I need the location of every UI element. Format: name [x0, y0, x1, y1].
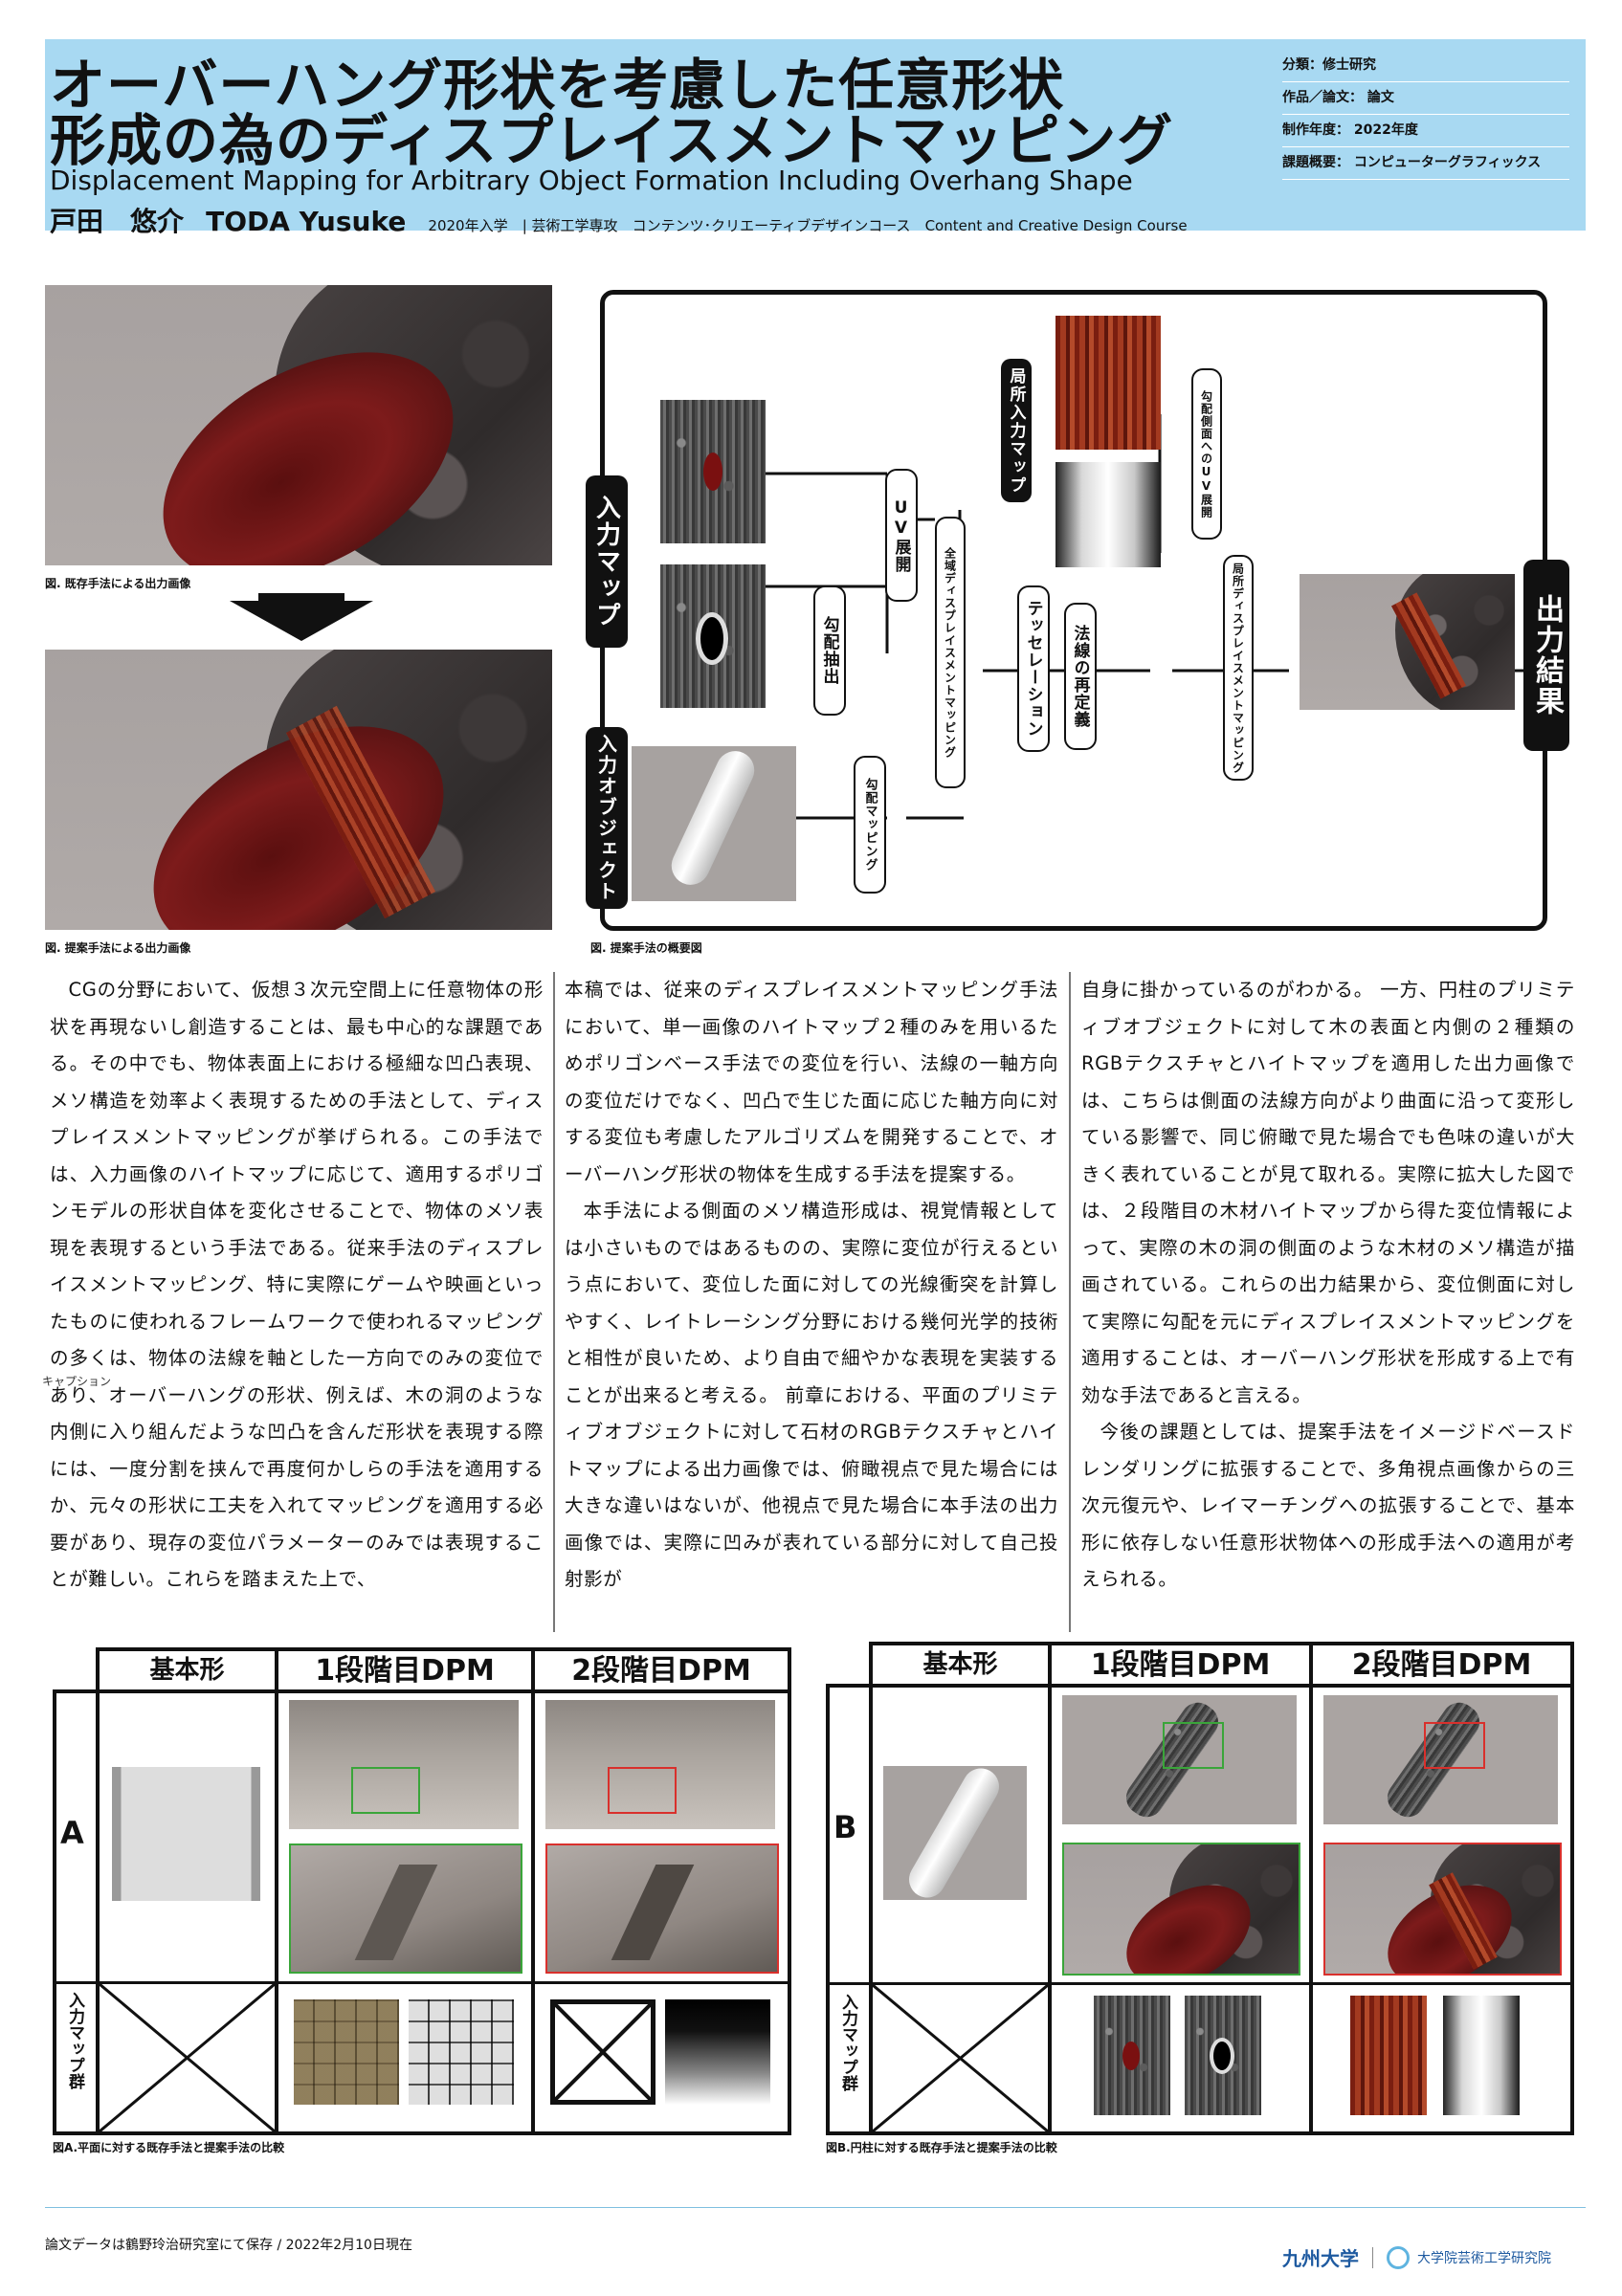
- body-column-2: 本稿では、従来のディスプレイスメントマッピング手法において、単一画像のハイトマッ…: [565, 972, 1058, 1599]
- input-object-label: 入力オブジェクト: [586, 727, 628, 909]
- title-english: Displacement Mapping for Arbitrary Objec…: [50, 165, 1133, 196]
- table-a-dpm2-overview: [545, 1700, 775, 1829]
- table-b-header-basic: 基本形: [922, 1650, 998, 1679]
- table-b-caption: 図B.円柱に対する既存手法と提案手法の比較: [826, 2141, 1057, 2154]
- course-jp: コンテンツ･クリエーティブデザインコース: [632, 217, 911, 234]
- overview-caption: 図. 提案手法の概要図: [590, 941, 702, 955]
- major: | 芸術工学専攻: [522, 217, 618, 234]
- title-line-2: 形成の為のディスプレイスメントマッピング: [50, 108, 1174, 173]
- course-en: Content and Creative Design Course: [924, 217, 1188, 234]
- proposed-output-caption: 図. 提案手法による出力画像: [45, 941, 191, 955]
- table-a-dpm1-zoom: [289, 1843, 522, 1974]
- table-a-dpm2-empty-map: [550, 1999, 655, 2105]
- table-b-dpm1-overview: [1062, 1695, 1297, 1824]
- table-a-basic-empty-cross: [100, 1984, 275, 2131]
- table-b-dpm1-zoom: [1062, 1843, 1300, 1976]
- body-col3-para2: 今後の課題としては、提案手法をイメージドベースドレンダリングに拡張することで、多…: [1081, 1421, 1575, 1590]
- table-b-dpm1-height-map: [1185, 1996, 1261, 2115]
- footer-logos: 九州大学 大学院芸術工学研究院: [1282, 2243, 1551, 2271]
- output-label: 出力結果: [1523, 560, 1569, 751]
- body-col2-para2: 本手法による側面のメソ構造形成は、視覚情報としては小さいものではあるものの、実際…: [565, 1200, 1058, 1590]
- local-dpm-box: 局所ディスプレイスメントマッピング: [1223, 555, 1254, 781]
- column-divider-2: [1069, 972, 1071, 1632]
- table-b-basic-cylinder: [883, 1761, 1027, 1905]
- body-column-3: 自身に掛かっているのがわかる。 一方、円柱のプリミティブオブジェクトに対して木の…: [1081, 972, 1575, 1599]
- global-dpm-box: 全域ディスプレイスメントマッピング: [935, 517, 966, 788]
- uv-expand-box: UV展開: [885, 469, 918, 602]
- table-b-dpm2-height-map: [1443, 1996, 1520, 2115]
- table-b-row-label: B: [833, 1809, 857, 1845]
- meta-year: 制作年度： 2022年度: [1282, 115, 1569, 147]
- logo-divider: [1372, 2246, 1373, 2268]
- table-b-dpm2-zoom: [1323, 1843, 1562, 1976]
- existing-output-caption: 図. 既存手法による出力画像: [45, 577, 191, 590]
- table-a-basic-plane: [112, 1767, 260, 1901]
- meta-subject: 課題概要： コンピューターグラフィックス: [1282, 147, 1569, 180]
- university-logo: 九州大学: [1282, 2247, 1359, 2270]
- table-a-header-basic: 基本形: [149, 1656, 225, 1685]
- table-a-dpm2-height-map: [665, 1999, 770, 2105]
- table-a-header-dpm2: 2段階目DPM: [571, 1654, 751, 1688]
- comparison-table-b: 基本形 1段階目DPM 2段階目DPM B 入力マップ群: [826, 1642, 1574, 2135]
- input-color-map-thumb: [660, 400, 766, 543]
- enrollment: 2020年入学: [428, 217, 508, 234]
- author-row: 戸田 悠介 TODA Yusuke 2020年入学 | 芸術工学専攻 コンテンツ…: [50, 201, 1197, 239]
- input-height-map-thumb: [660, 564, 766, 708]
- table-a-maps-label: 入力マップ群: [65, 1992, 84, 2089]
- school-name: 大学院芸術工学研究院: [1417, 2250, 1551, 2266]
- existing-output-image: [45, 285, 552, 565]
- author-name-jp: 戸田 悠介: [50, 206, 185, 237]
- table-a-dpm1-color-map: [294, 1999, 399, 2105]
- input-cylinder-thumb: [632, 744, 796, 901]
- body-col1-para1: CGの分野において、仮想３次元空間上に任意物体の形状を再現ないし創造することは、…: [50, 979, 544, 1590]
- table-a-header-dpm1: 1段階目DPM: [315, 1654, 495, 1688]
- gradient-mapping-box: 勾配マッピング: [854, 756, 886, 894]
- proposed-output-image: [45, 650, 552, 930]
- table-a-row-label: A: [60, 1815, 84, 1851]
- down-arrow-icon: [230, 601, 373, 641]
- table-b-maps-label: 入力マップ群: [838, 1994, 857, 2091]
- down-arrow-bar: [258, 593, 344, 605]
- comparison-table-a: 基本形 1段階目DPM 2段階目DPM A 入力マップ群: [53, 1647, 791, 2135]
- meta-type: 作品／論文： 論文: [1282, 82, 1569, 115]
- table-a-dpm2-zoom: [545, 1843, 779, 1974]
- local-input-map-label: 局所入力マップ: [1001, 359, 1032, 502]
- table-b-dpm2-overview: [1323, 1695, 1558, 1824]
- column-divider-1: [553, 972, 555, 1632]
- footer-note: 論文データは鶴野玲治研究室にて保存 / 2022年2月10日現在: [45, 2238, 412, 2253]
- header-banner: [45, 39, 1586, 231]
- table-b-dpm1-color-map: [1094, 1996, 1170, 2115]
- gradient-side-uv-box: 勾配側面へのUV展開: [1191, 368, 1222, 540]
- table-b-basic-empty-cross: [873, 1985, 1048, 2131]
- local-color-map-thumb: [1055, 316, 1161, 450]
- table-a-caption: 図A.平面に対する既存手法と提案手法の比較: [53, 2141, 285, 2154]
- meta-category: 分類：修士研究: [1282, 50, 1569, 82]
- meta-box: 分類：修士研究 作品／論文： 論文 制作年度： 2022年度 課題概要： コンピ…: [1282, 50, 1569, 180]
- footer-divider: [45, 2207, 1586, 2208]
- tessellation-box: テッセレーション: [1017, 585, 1050, 752]
- body-col3-para1: 自身に掛かっているのがわかる。 一方、円柱のプリミティブオブジェクトに対して木の…: [1081, 979, 1575, 1406]
- normal-redefine-box: 法線の再定義: [1064, 603, 1097, 750]
- title-line-1: オーバーハング形状を考慮した任意形状: [50, 53, 1065, 118]
- body-column-1: CGの分野において、仮想３次元空間上に任意物体の形状を再現ないし創造することは、…: [50, 972, 544, 1599]
- table-b-dpm2-color-map: [1350, 1996, 1427, 2115]
- table-a-dpm1-overview: [289, 1700, 519, 1829]
- local-height-map-thumb: [1055, 462, 1161, 567]
- table-a-dpm1-height-map: [409, 1999, 514, 2105]
- table-b-header-dpm2: 2段階目DPM: [1351, 1648, 1532, 1682]
- author-name-en: TODA Yusuke: [206, 206, 407, 237]
- school-emblem-icon: [1387, 2245, 1410, 2269]
- gradient-extract-box: 勾配抽出: [813, 585, 846, 716]
- output-result-thumb: [1300, 574, 1515, 710]
- table-b-header-dpm1: 1段階目DPM: [1090, 1648, 1271, 1682]
- stray-caption-label: キャプション: [42, 1375, 112, 1388]
- body-col2-para1: 本稿では、従来のディスプレイスメントマッピング手法において、単一画像のハイトマッ…: [565, 979, 1058, 1185]
- input-map-label: 入力マップ: [586, 475, 628, 648]
